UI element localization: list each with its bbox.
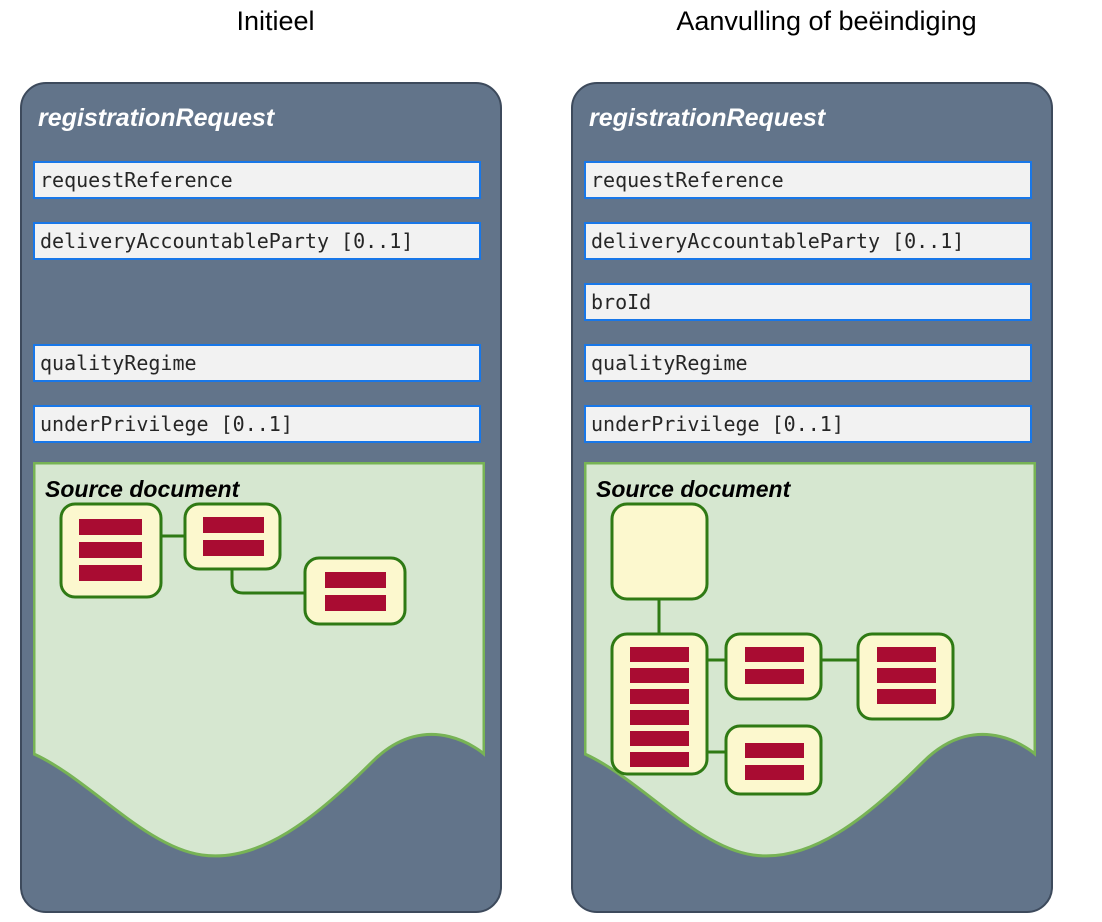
node-bar — [745, 647, 804, 662]
node-bar — [630, 752, 689, 767]
source-node[interactable] — [59, 502, 163, 599]
source-node[interactable] — [610, 502, 709, 601]
source-node[interactable] — [610, 632, 709, 776]
field-under-privilege-aanvulling[interactable]: underPrivilege [0..1] — [584, 405, 1032, 443]
node-bar — [630, 710, 689, 725]
card-title-aanvulling: registrationRequest — [589, 104, 826, 132]
field-request-reference-initieel[interactable]: requestReference — [33, 161, 481, 199]
field-label: underPrivilege [0..1] — [591, 412, 844, 436]
node-bar — [877, 668, 936, 683]
panel-initieel: Initieel registrationRequest requestRefe… — [20, 6, 502, 913]
field-delivery-accountable-party-aanvulling[interactable]: deliveryAccountableParty [0..1] — [584, 222, 1032, 260]
source-document-diagram-initieel — [59, 502, 407, 626]
registration-request-card-aanvulling: registrationRequest requestReference del… — [571, 82, 1053, 913]
node-bar — [877, 689, 936, 704]
node-bar — [203, 540, 264, 556]
field-quality-regime-initieel[interactable]: qualityRegime — [33, 344, 481, 382]
field-quality-regime-aanvulling[interactable]: qualityRegime — [584, 344, 1032, 382]
field-placeholder-missing-broid-initieel — [33, 283, 481, 321]
node-bar — [877, 647, 936, 662]
field-label: requestReference — [40, 168, 233, 192]
source-document-title-initieel: Source document — [45, 476, 240, 502]
node-bar — [630, 731, 689, 746]
registration-request-card-initieel: registrationRequest requestReference del… — [20, 82, 502, 913]
field-label: requestReference — [591, 168, 784, 192]
node-bar — [79, 542, 142, 558]
field-label: underPrivilege [0..1] — [40, 412, 293, 436]
field-request-reference-aanvulling[interactable]: requestReference — [584, 161, 1032, 199]
node-bar — [79, 519, 142, 535]
node-bar — [630, 689, 689, 704]
source-document-diagram-aanvulling — [610, 502, 955, 796]
node-bar — [745, 743, 804, 758]
source-document-section-initieel: Source document — [33, 462, 485, 911]
node-bar — [325, 572, 386, 588]
source-node[interactable] — [183, 502, 282, 571]
field-label: qualityRegime — [591, 351, 748, 375]
source-document-section-aanvulling: Source document — [584, 462, 1036, 911]
field-label: deliveryAccountableParty [0..1] — [591, 229, 965, 253]
source-node[interactable] — [724, 632, 823, 701]
card-title-initieel: registrationRequest — [38, 104, 275, 132]
field-under-privilege-initieel[interactable]: underPrivilege [0..1] — [33, 405, 481, 443]
node-bar — [630, 668, 689, 683]
field-delivery-accountable-party-initieel[interactable]: deliveryAccountableParty [0..1] — [33, 222, 481, 260]
node-bar — [79, 565, 142, 581]
source-document-title-aanvulling: Source document — [596, 476, 791, 502]
node-bar — [203, 517, 264, 533]
node-bar — [325, 595, 386, 611]
node-links — [161, 534, 305, 595]
field-label: deliveryAccountableParty [0..1] — [40, 229, 414, 253]
node-bar — [630, 647, 689, 662]
panel-aanvulling: Aanvulling of beëindiging registrationRe… — [551, 0, 1102, 922]
source-node[interactable] — [724, 724, 823, 796]
column-title-aanvulling: Aanvulling of beëindiging — [676, 6, 977, 36]
source-node[interactable] — [856, 632, 955, 721]
source-node[interactable] — [303, 556, 407, 626]
node-bar — [745, 765, 804, 780]
link-n2-n3 — [230, 569, 305, 595]
column-title-initieel: Initieel — [236, 6, 315, 36]
field-label: qualityRegime — [40, 351, 197, 375]
field-bro-id-aanvulling[interactable]: broId — [584, 283, 1032, 321]
field-label: broId — [591, 290, 652, 314]
node-links — [657, 599, 858, 754]
node-bar — [745, 669, 804, 684]
